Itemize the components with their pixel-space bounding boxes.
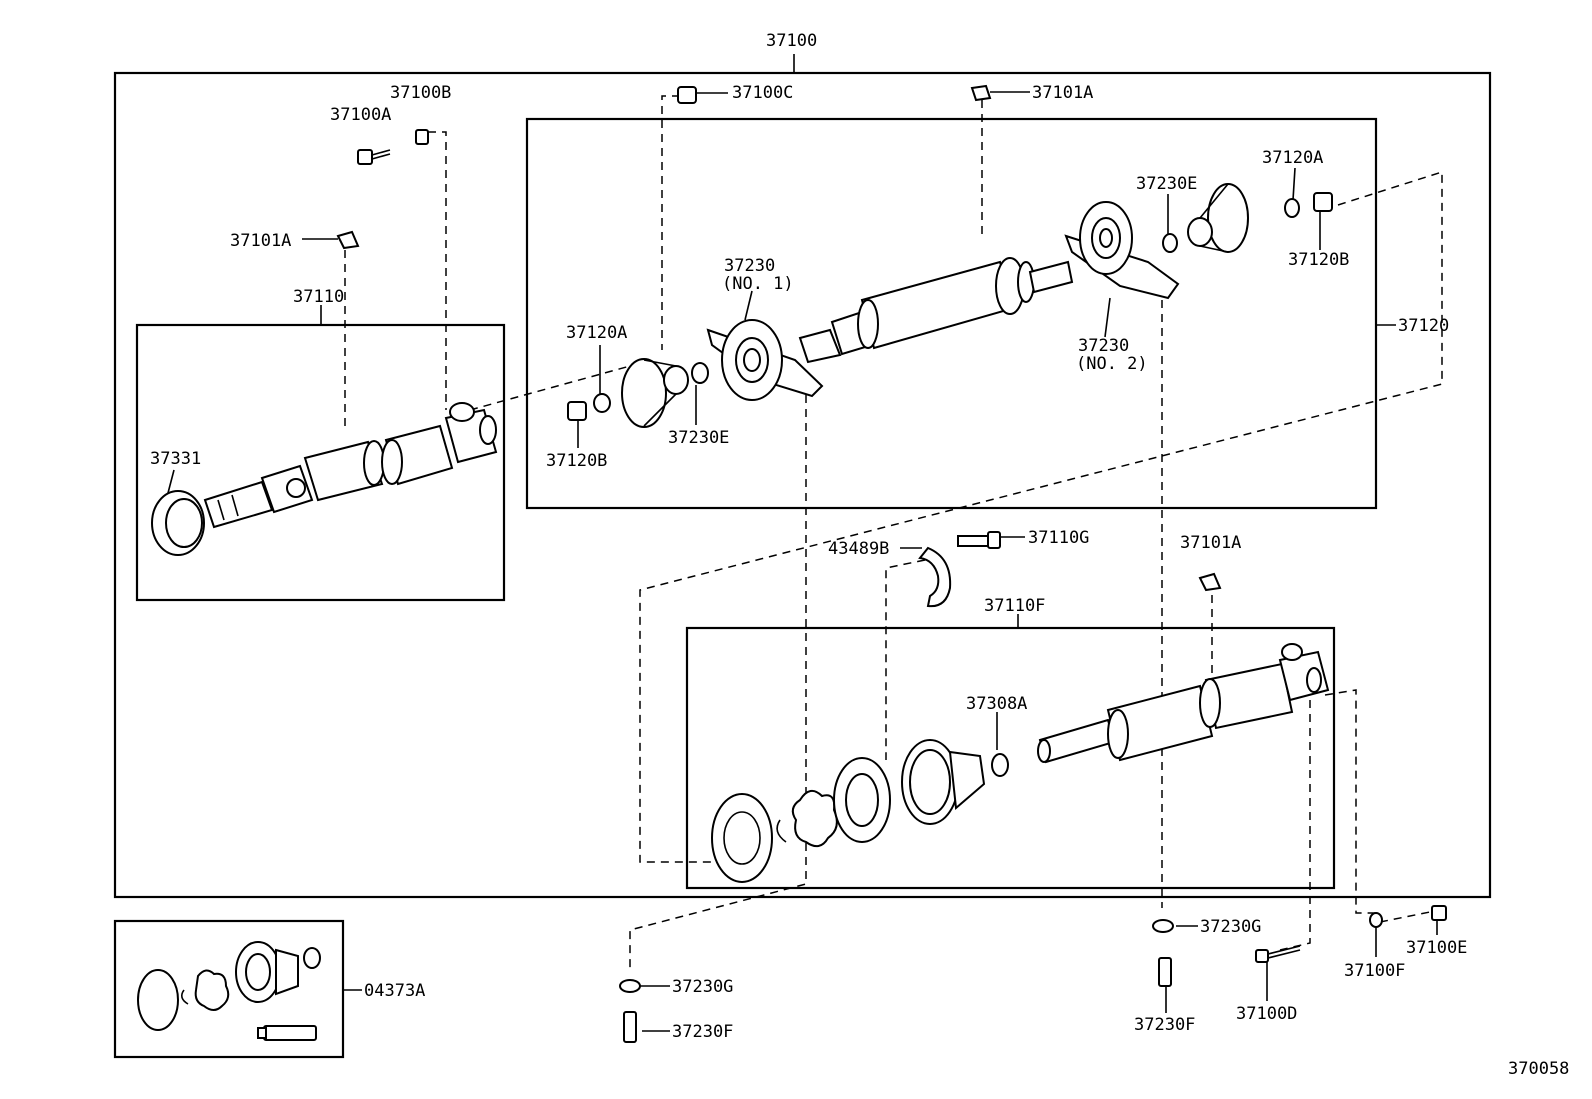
label-retainer: 43489B <box>828 539 889 559</box>
label-nut-e: 37100E <box>1406 938 1467 958</box>
label-bearing-no1-num: 37230 <box>724 256 775 276</box>
label-clip-top: 37101A <box>1032 83 1093 103</box>
label-nut-left: 37120B <box>546 451 607 471</box>
leader-lines <box>167 54 1438 1032</box>
label-snap-ring: 37308A <box>966 694 1027 714</box>
rear-shaft-drawing <box>711 531 1330 883</box>
center-shaft-frame <box>525 117 1378 510</box>
label-nut-b: 37100B <box>390 83 451 103</box>
part-labels: 37100 37100A 37100B 37100C 37101A 37101A… <box>150 31 1569 1079</box>
alignment-dashes <box>344 95 1443 972</box>
label-bolt-a: 37100A <box>330 105 391 125</box>
label-bearing-no2-num: 37230 <box>1078 336 1129 356</box>
label-washer-230e-left: 37230E <box>668 428 729 448</box>
label-front-shaft: 37110 <box>293 287 344 307</box>
label-washer-230e-right: 37230E <box>1136 174 1197 194</box>
label-repair-kit: 04373A <box>364 981 425 1001</box>
label-flange-right: 37120A <box>1262 148 1323 168</box>
label-nut-c: 37100C <box>732 83 793 103</box>
repair-kit-drawing <box>137 941 321 1041</box>
label-rear-shaft: 37110F <box>984 596 1045 616</box>
label-flange-left: 37120A <box>566 323 627 343</box>
label-washer-f: 37100F <box>1344 961 1405 981</box>
assembly-frame <box>113 71 1492 899</box>
label-washer-230g-right: 37230G <box>1200 917 1261 937</box>
center-shaft-drawing <box>567 183 1333 428</box>
bottom-loose-parts <box>619 905 1447 1043</box>
repair-kit-frame <box>113 919 345 1059</box>
top-small-parts <box>336 84 1222 592</box>
label-bolt-d: 37100D <box>1236 1004 1297 1024</box>
label-assembly: 37100 <box>766 31 817 51</box>
front-shaft-drawing <box>151 402 498 556</box>
label-bolt-110g: 37110G <box>1028 528 1089 548</box>
label-clip-left: 37101A <box>230 231 291 251</box>
label-washer-230g-left: 37230G <box>672 977 733 997</box>
rear-shaft-frame <box>685 626 1336 890</box>
label-rear-center-shaft: 37120 <box>1398 316 1449 336</box>
label-bolt-230f-right: 37230F <box>1134 1015 1195 1035</box>
label-boot: 37331 <box>150 449 201 469</box>
label-diagram-number: 370058 <box>1508 1059 1569 1079</box>
label-nut-right: 37120B <box>1288 250 1349 270</box>
label-bolt-230f-left: 37230F <box>672 1022 733 1042</box>
label-bearing-no1-sub: (NO. 1) <box>722 274 794 294</box>
label-clip-right: 37101A <box>1180 533 1241 553</box>
label-bearing-no2-sub: (NO. 2) <box>1076 354 1148 374</box>
